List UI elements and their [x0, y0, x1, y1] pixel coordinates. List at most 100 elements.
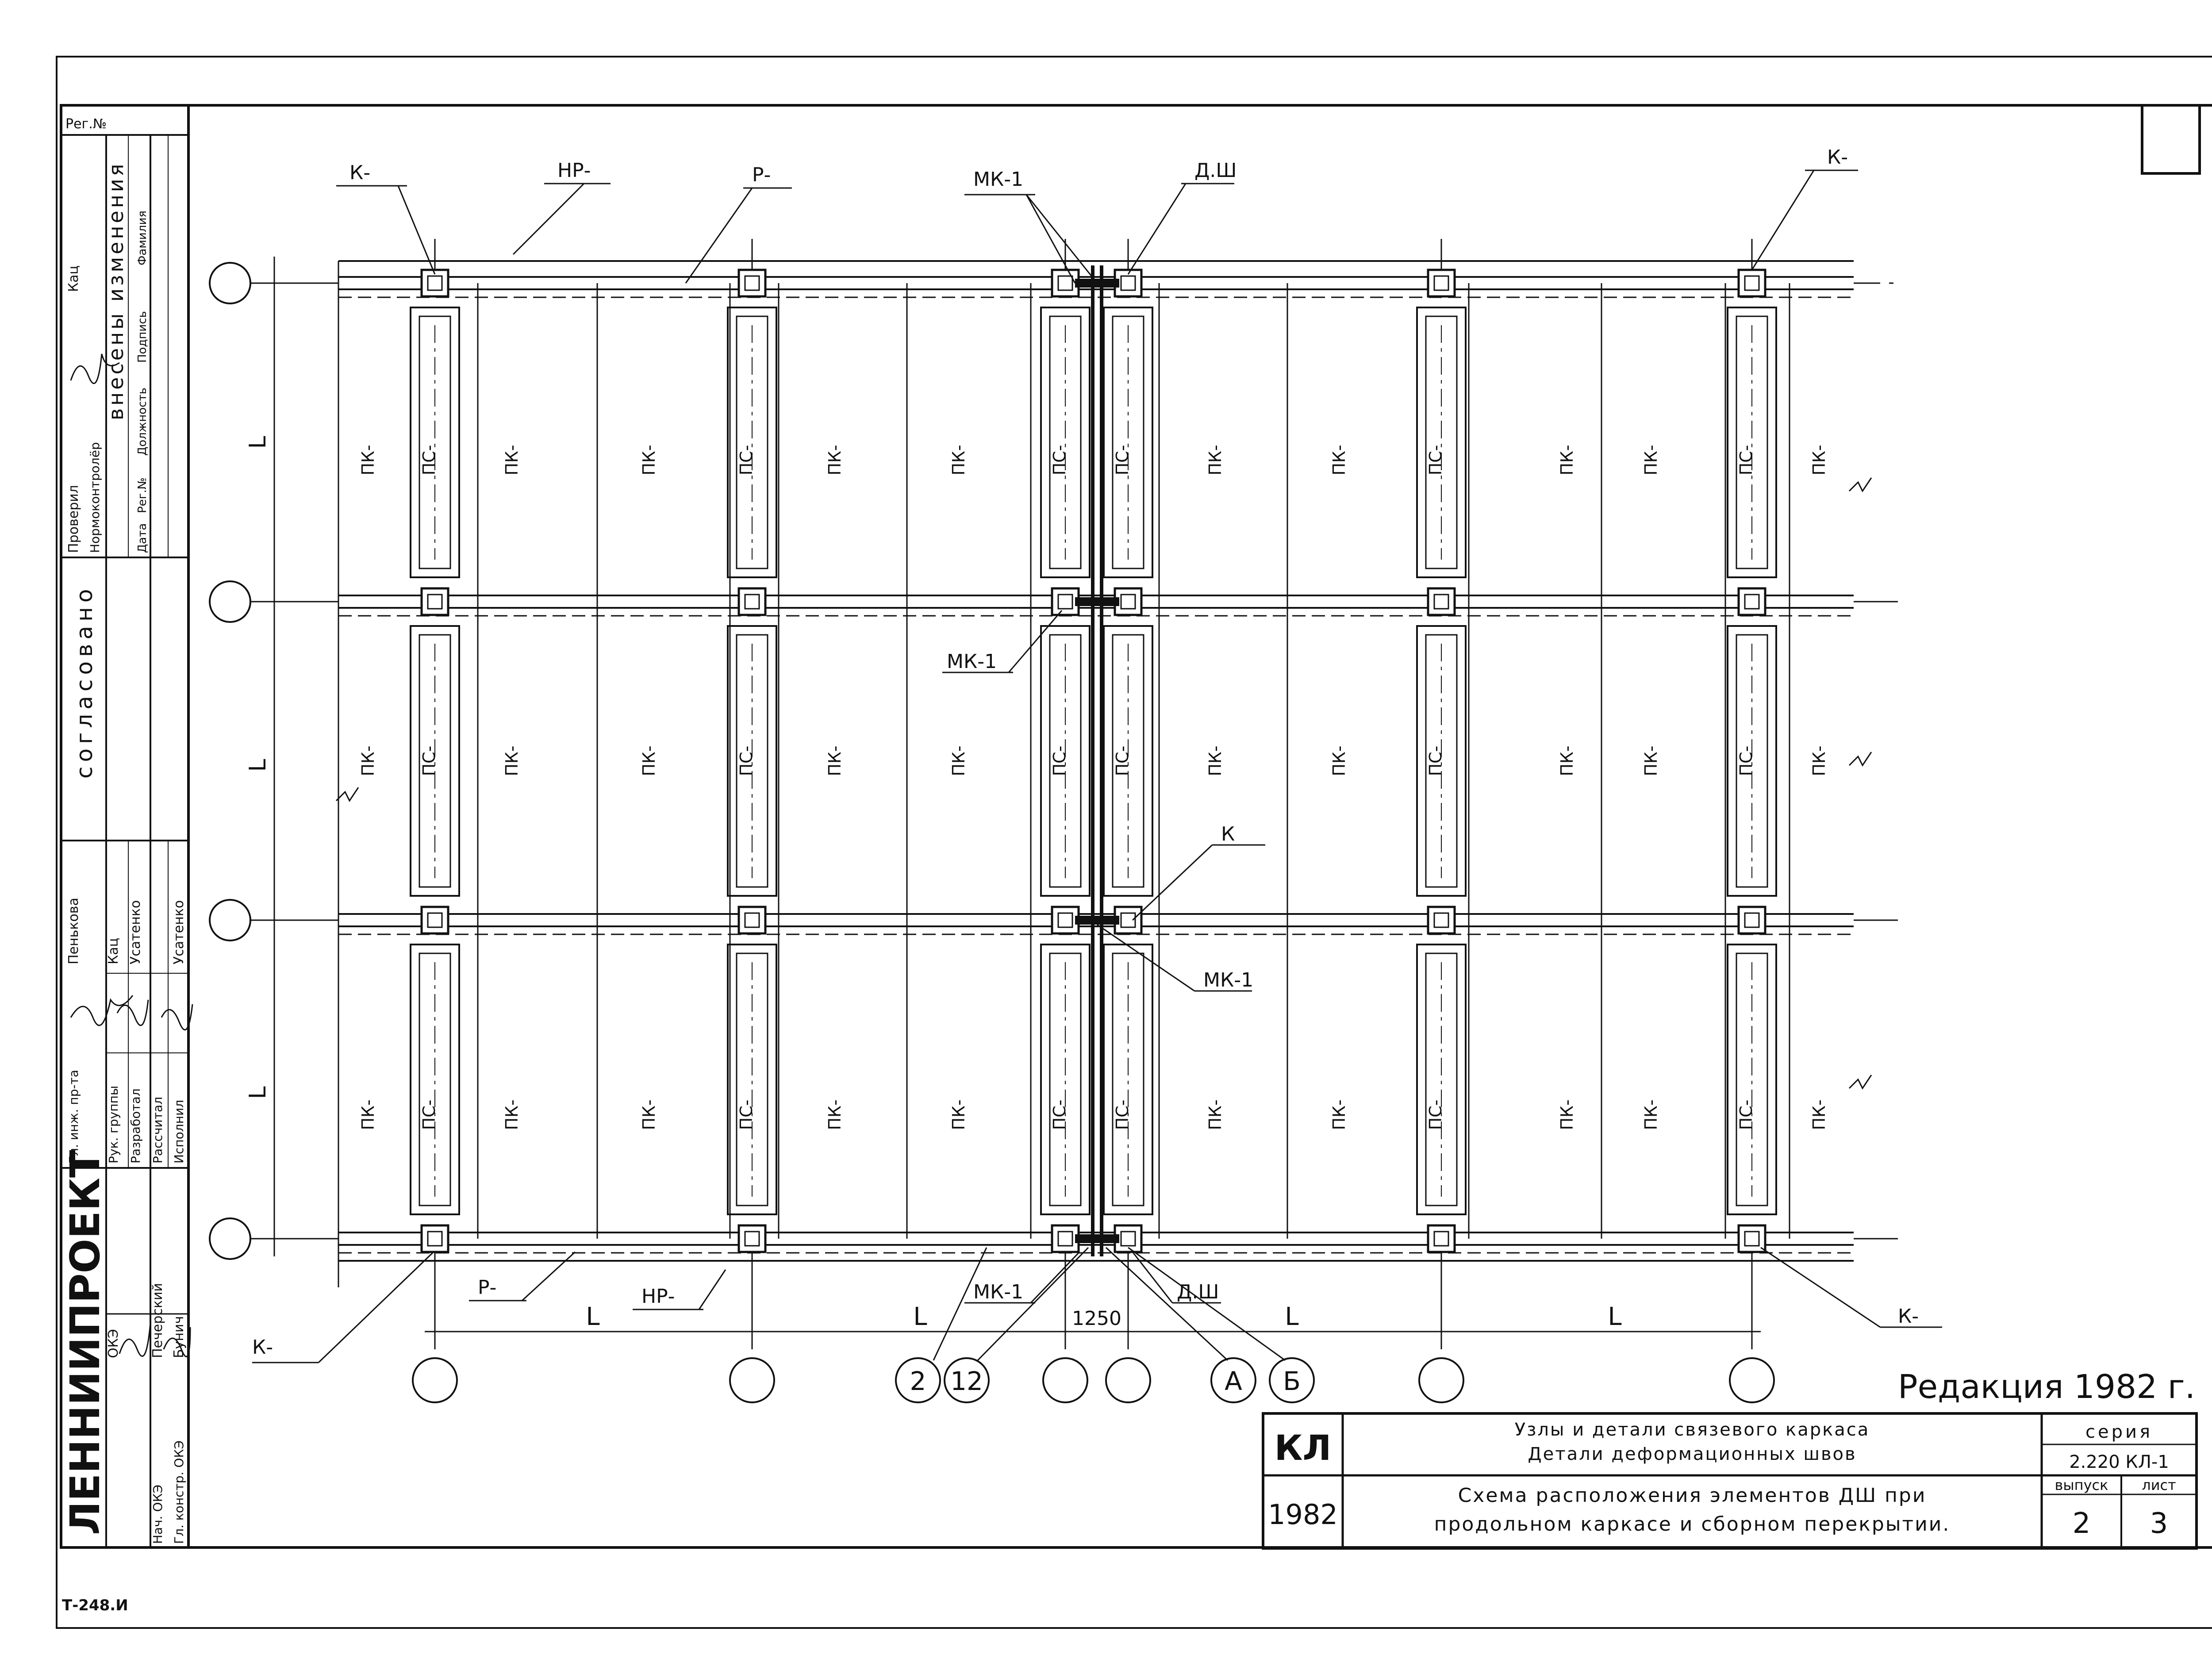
- callout-link-mid-leader: [1008, 610, 1063, 673]
- slab-strip-outer-5-1: [1727, 625, 1777, 897]
- column-core-1-3: [744, 1231, 760, 1247]
- slab-strip-outer-0-2: [410, 944, 460, 1215]
- column-core-5-2: [1744, 912, 1760, 928]
- slab-label-0-6: ПК-: [1329, 445, 1349, 475]
- slab-label-1-9: ПК-: [1809, 745, 1829, 776]
- column-2-1: [1051, 587, 1080, 616]
- break-mark-3: [335, 787, 359, 802]
- strip-label-1-2: ПС-: [1050, 746, 1069, 776]
- column-4-0: [1427, 269, 1456, 298]
- slab-strip-inner-3-2: [1112, 952, 1144, 1206]
- title-line-2: Детали деформационных швов: [1528, 1444, 1856, 1464]
- signature-chief-engineer: [70, 995, 134, 1026]
- column-core-5-3: [1744, 1231, 1760, 1247]
- slab-label-0-1: ПК-: [502, 445, 522, 475]
- slab-strip-inner-0-1: [419, 634, 451, 888]
- series-label: серия: [2085, 1422, 2153, 1442]
- strip-label-1-5: ПС-: [1736, 746, 1756, 776]
- changes-col-position: Должность: [136, 388, 149, 456]
- signature-executed: [161, 1004, 193, 1031]
- break-mark-0: [1848, 477, 1872, 492]
- role-head-oke: Нач. ОКЭ: [150, 1485, 165, 1544]
- strip-label-1-1: ПС-: [737, 746, 756, 776]
- seam-link-3: [1075, 1234, 1119, 1243]
- column-core-3-2: [1120, 912, 1136, 928]
- name-bunich: Бунич: [171, 1316, 187, 1358]
- strip-label-2-0: ПС-: [419, 1100, 439, 1130]
- axis-bubble-label-2: 2: [910, 1366, 926, 1396]
- slab-strip-inner-0-2: [419, 952, 451, 1206]
- axis-bubble-col-6: [1210, 1357, 1256, 1403]
- slab-strip-outer-4-1: [1416, 625, 1467, 897]
- callout-link-lower-label: МК-1: [1203, 969, 1253, 991]
- slab-strip-outer-3-2: [1103, 944, 1153, 1215]
- slab-strip-inner-4-0: [1425, 315, 1458, 569]
- signature-group-head: [116, 999, 149, 1026]
- column-5-1: [1737, 587, 1767, 616]
- corner-box: [2141, 104, 2201, 175]
- strip-label-2-5: ПС-: [1736, 1100, 1756, 1130]
- slab-label-0-8: ПК-: [1641, 445, 1661, 475]
- description-line-2: продольном каркасе и сборном перекрытии.: [1434, 1513, 1951, 1536]
- column-5-3: [1737, 1224, 1767, 1253]
- agreed-label: согласовано: [72, 585, 97, 779]
- slab-label-2-1: ПК-: [502, 1099, 522, 1130]
- callout-girder-bottom-label: НР-: [641, 1285, 675, 1308]
- signature-bunich: [163, 1327, 191, 1358]
- axis-bubble-row-2: [209, 899, 251, 941]
- slab-label-1-4: ПК-: [949, 745, 968, 776]
- callout-seam-top-leader: [1127, 183, 1187, 275]
- strip-label-2-3: ПС-: [1113, 1100, 1132, 1130]
- slab-label-1-5: ПК-: [1206, 745, 1225, 776]
- slab-strip-outer-1-2: [727, 944, 777, 1215]
- axis-bubble-label-3: 12: [950, 1366, 983, 1396]
- axis-bubble-label-7: Б: [1283, 1366, 1301, 1396]
- span-label-bottom-1: L: [913, 1302, 927, 1331]
- axis-bubble-col-4: [1042, 1357, 1088, 1403]
- callout-column-top-right-label: К-: [1827, 146, 1848, 169]
- axis-bubble-col-0: [412, 1357, 458, 1403]
- callout-k-mid-leader: [1132, 844, 1213, 921]
- slab-label-0-4: ПК-: [949, 445, 968, 475]
- callout-column-top-left-label: К-: [349, 161, 370, 184]
- callout-column-bottom-right-label: К-: [1898, 1305, 1919, 1328]
- column-core-4-1: [1433, 594, 1449, 610]
- changes-col-reg: Рег.№: [136, 477, 149, 513]
- name-kats: Кац: [106, 938, 121, 964]
- slab-label-1-0: ПК-: [358, 745, 378, 776]
- strip-label-2-1: ПС-: [737, 1100, 756, 1130]
- column-core-1-0: [744, 275, 760, 291]
- slab-label-0-2: ПК-: [639, 445, 659, 475]
- role-calculated: Рассчитал: [150, 1097, 165, 1163]
- checked-name: Кац: [66, 265, 81, 292]
- callout-seam-bottom-label: Д.Ш: [1177, 1281, 1219, 1303]
- slab-label-2-8: ПК-: [1641, 1099, 1661, 1130]
- reg-no-label: Рег.№: [65, 116, 107, 132]
- callout-girder-bottom-leader: [698, 1269, 726, 1310]
- issue-label: выпуск: [2055, 1477, 2108, 1494]
- column-core-3-3: [1120, 1231, 1136, 1247]
- issue-value: 2: [2073, 1507, 2091, 1540]
- column-core-5-1: [1744, 594, 1760, 610]
- slab-label-1-3: ПК-: [825, 745, 845, 776]
- column-0-1: [420, 587, 449, 616]
- callout-column-bottom-left-leader: [318, 1251, 434, 1363]
- changes-col-date: Дата: [136, 523, 149, 553]
- slab-strip-inner-3-0: [1112, 315, 1144, 569]
- callout-link-top-label: МК-1: [973, 168, 1023, 191]
- slab-label-2-3: ПК-: [825, 1099, 845, 1130]
- slab-strip-outer-4-0: [1416, 307, 1467, 578]
- slab-label-2-5: ПК-: [1206, 1099, 1225, 1130]
- column-core-3-0: [1120, 275, 1136, 291]
- strip-label-0-0: ПС-: [419, 445, 439, 476]
- slab-label-0-7: ПК-: [1557, 445, 1577, 475]
- axis-bubble-col-5: [1105, 1357, 1151, 1403]
- slab-label-1-8: ПК-: [1641, 745, 1661, 776]
- callout-seam-bottom-leader: [1132, 1252, 1173, 1303]
- strip-label-1-4: ПС-: [1426, 746, 1445, 776]
- slab-strip-inner-3-1: [1112, 634, 1144, 888]
- edition-note: Редакция 1982 г.: [1898, 1368, 2195, 1406]
- name-penkova: Пенькова: [66, 898, 81, 964]
- checked-label: Проверил: [66, 485, 81, 553]
- slab-strip-inner-5-2: [1736, 952, 1768, 1206]
